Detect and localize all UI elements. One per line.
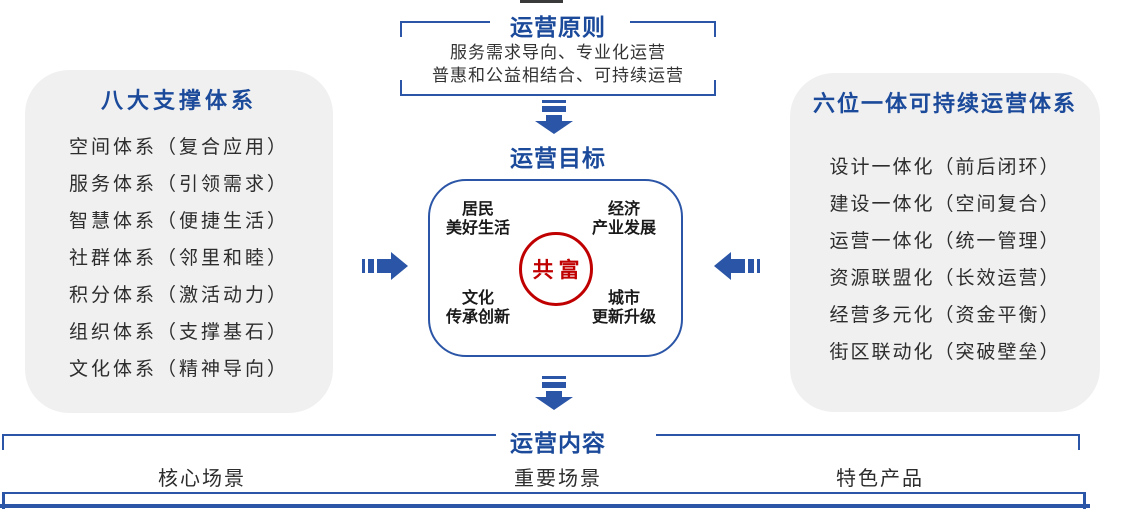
left-panel-title: 八大支撑体系 <box>100 88 257 113</box>
bracket-tick <box>1078 434 1080 450</box>
bracket-tick <box>714 21 716 37</box>
support-system-item: 智慧体系（便捷生活） <box>68 211 289 232</box>
down-arrow-icon <box>535 100 573 134</box>
support-system-item: 组织体系（支撑基石） <box>68 322 289 343</box>
bracket-line <box>400 94 716 96</box>
quadrant-culture: 文化 传承创新 <box>438 289 518 327</box>
top-crop-artifact <box>520 0 563 3</box>
right-panel-list: 设计一体化（前后闭环） 建设一体化（空间复合） 运营一体化（统一管理） 资源联盟… <box>790 149 1100 371</box>
operation-system-item: 资源联盟化（长效运营） <box>829 268 1061 289</box>
bracket-tick <box>2 492 5 509</box>
principle-line-2: 普惠和公益相结合、可持续运营 <box>432 66 684 85</box>
bracket-line <box>630 21 716 23</box>
content-title: 运营内容 <box>510 431 606 456</box>
quadrant-line: 居民 <box>461 201 494 218</box>
quadrant-line: 经济 <box>607 201 640 218</box>
quadrant-city: 城市 更新升级 <box>584 289 664 327</box>
support-system-item: 文化体系（精神导向） <box>68 359 289 380</box>
operation-system-item: 街区联动化（突破壁垒） <box>829 342 1061 363</box>
quadrant-resident: 居民 美好生活 <box>438 200 518 238</box>
support-system-item: 积分体系（激活动力） <box>68 285 289 306</box>
goal-title: 运营目标 <box>510 146 606 171</box>
operation-system-item: 建设一体化（空间复合） <box>829 194 1061 215</box>
quadrant-line: 城市 <box>607 290 640 307</box>
left-arrow-icon <box>714 250 760 282</box>
down-arrow-icon <box>535 376 573 410</box>
principles-title: 运营原则 <box>510 15 606 40</box>
bracket-tick <box>1083 492 1086 509</box>
common-prosperity-label: 共富 <box>532 258 585 282</box>
right-arrow-icon <box>362 250 408 282</box>
goal-box: 居民 美好生活 经济 产业发展 文化 传承创新 城市 更新升级 共富 <box>428 179 683 357</box>
quadrant-line: 产业发展 <box>591 220 656 237</box>
bracket-line <box>2 492 1086 494</box>
content-item-special: 特色产品 <box>836 468 924 490</box>
right-panel-title: 六位一体可持续运营体系 <box>812 91 1077 116</box>
quadrant-economy: 经济 产业发展 <box>584 200 664 238</box>
left-panel: 八大支撑体系 空间体系（复合应用） 服务体系（引领需求） 智慧体系（便捷生活） … <box>25 70 333 413</box>
bracket-tick <box>400 21 402 37</box>
quadrant-line: 更新升级 <box>591 309 656 326</box>
bracket-line <box>0 504 1090 508</box>
bracket-tick <box>714 80 716 96</box>
support-system-item: 空间体系（复合应用） <box>68 137 289 158</box>
quadrant-line: 文化 <box>461 290 494 307</box>
quadrant-line: 美好生活 <box>445 220 510 237</box>
support-system-item: 服务体系（引领需求） <box>68 174 289 195</box>
content-item-important: 重要场景 <box>514 468 602 490</box>
bracket-tick <box>400 80 402 96</box>
bracket-line <box>656 434 1080 436</box>
left-panel-list: 空间体系（复合应用） 服务体系（引领需求） 智慧体系（便捷生活） 社群体系（邻里… <box>25 129 333 388</box>
principle-line-1: 服务需求导向、专业化运营 <box>450 43 666 62</box>
bracket-line <box>400 21 490 23</box>
support-system-item: 社群体系（邻里和睦） <box>68 248 289 269</box>
common-prosperity-circle: 共富 <box>519 232 593 306</box>
content-item-core: 核心场景 <box>158 468 246 490</box>
bracket-tick <box>2 434 4 450</box>
bracket-line <box>2 434 496 436</box>
operation-system-item: 经营多元化（资金平衡） <box>829 305 1061 326</box>
right-panel: 六位一体可持续运营体系 设计一体化（前后闭环） 建设一体化（空间复合） 运营一体… <box>790 73 1100 412</box>
operation-system-item: 设计一体化（前后闭环） <box>829 157 1061 178</box>
quadrant-line: 传承创新 <box>445 309 510 326</box>
operation-system-item: 运营一体化（统一管理） <box>829 231 1061 252</box>
